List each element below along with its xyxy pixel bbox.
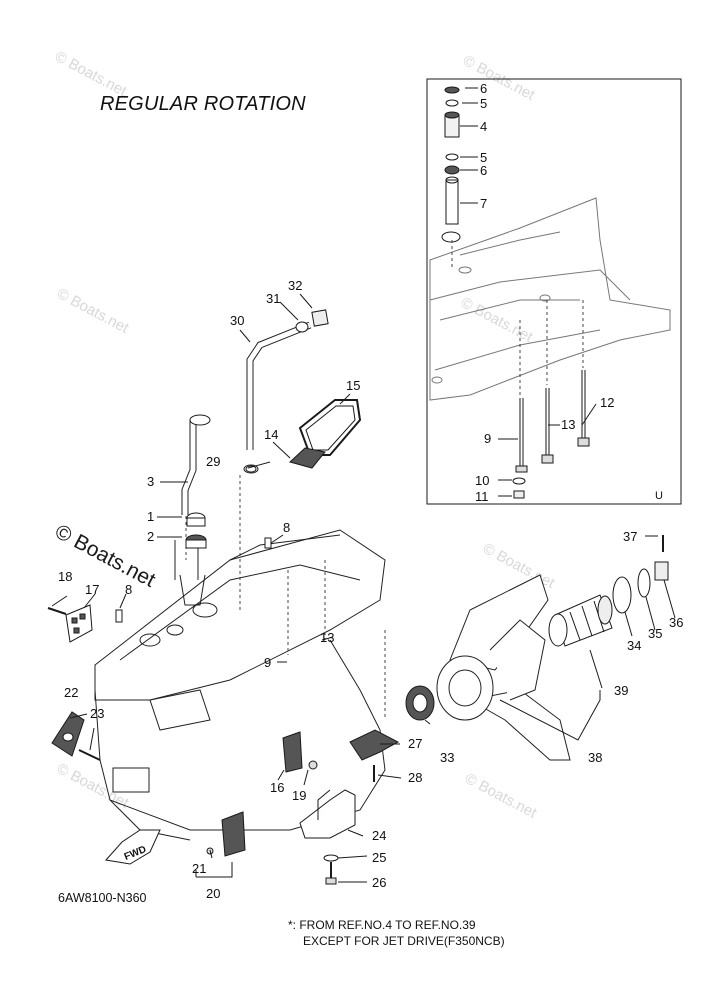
callout: 21 xyxy=(192,861,206,876)
callout: 26 xyxy=(372,875,386,890)
callout: 9 xyxy=(484,431,491,446)
callout: 5 xyxy=(480,96,487,111)
leader-lines xyxy=(51,87,676,883)
callout: 13 xyxy=(320,630,334,645)
callout: 3 xyxy=(147,474,154,489)
inset-parts xyxy=(441,86,461,243)
part-anode-16 xyxy=(282,731,303,773)
part-anode-17 xyxy=(65,604,93,643)
nut-36 xyxy=(654,561,669,581)
callout: 20 xyxy=(206,886,220,901)
callout: 4 xyxy=(480,119,487,134)
callout: 8 xyxy=(125,582,132,597)
washer-34 xyxy=(612,576,632,614)
callout: 9 xyxy=(264,655,271,670)
callout: 6 xyxy=(480,81,487,96)
callout: 29 xyxy=(206,454,220,469)
callout: 1 xyxy=(147,509,154,524)
callout: 5 xyxy=(480,150,487,165)
part-anode-20 xyxy=(221,811,246,857)
callout: 19 xyxy=(292,788,306,803)
part-bent-pipe xyxy=(243,309,329,474)
callout: 36 xyxy=(669,615,683,630)
part-gasket xyxy=(289,399,362,469)
callout: 18 xyxy=(58,569,72,584)
callout: 34 xyxy=(627,638,641,653)
bushing-39 xyxy=(548,594,613,647)
callout: 37 xyxy=(623,529,637,544)
footnote-line-1: *: FROM REF.NO.4 TO REF.NO.39 xyxy=(288,918,476,932)
callout-numbers: 1 2 3 4 5 5 6 6 7 8 8 9 9 10 11 12 13 13… xyxy=(58,81,683,901)
callout: 32 xyxy=(288,278,302,293)
footnote-line-2: EXCEPT FOR JET DRIVE(F350NCB) xyxy=(303,934,505,948)
callout: 15 xyxy=(346,378,360,393)
callout: 6 xyxy=(480,163,487,178)
washer-35 xyxy=(637,568,651,598)
callout: 12 xyxy=(600,395,614,410)
bracket-20 xyxy=(195,862,233,878)
callout: 27 xyxy=(408,736,422,751)
callout: 30 xyxy=(230,313,244,328)
callout: 11 xyxy=(475,489,489,504)
inset-bolts xyxy=(512,370,590,499)
callout: 38 xyxy=(588,750,602,765)
callout: 17 xyxy=(85,582,99,597)
callout: 35 xyxy=(648,626,662,641)
propeller xyxy=(436,574,571,761)
part-trim-tab xyxy=(299,789,356,885)
callout: 14 xyxy=(264,427,278,442)
callout: 24 xyxy=(372,828,386,843)
callout: 2 xyxy=(147,529,154,544)
callout: 39 xyxy=(614,683,628,698)
callout: 8 xyxy=(283,520,290,535)
bracket-38 xyxy=(499,690,601,741)
callout: 16 xyxy=(270,780,284,795)
inset-frame xyxy=(426,78,682,505)
lower-unit-housing xyxy=(94,529,386,841)
part-anode-22 xyxy=(51,711,85,757)
part-water-tube xyxy=(181,414,211,549)
callout: 33 xyxy=(440,750,454,765)
diagram-code: 6AW8100-N360 xyxy=(58,891,147,905)
callout: 31 xyxy=(266,291,280,306)
fwd-arrow xyxy=(105,829,161,865)
callout: 7 xyxy=(480,196,487,211)
callout: 22 xyxy=(64,685,78,700)
callout: 25 xyxy=(372,850,386,865)
inset-label: U xyxy=(655,490,663,502)
callout: 13 xyxy=(561,417,575,432)
callout: 28 xyxy=(408,770,422,785)
inset-housing xyxy=(429,197,671,401)
spacer-33 xyxy=(405,685,435,721)
callout: 23 xyxy=(90,706,104,721)
part-fin-27 xyxy=(349,729,400,761)
diagram-title: REGULAR ROTATION xyxy=(100,93,306,115)
callout: 10 xyxy=(475,473,489,488)
